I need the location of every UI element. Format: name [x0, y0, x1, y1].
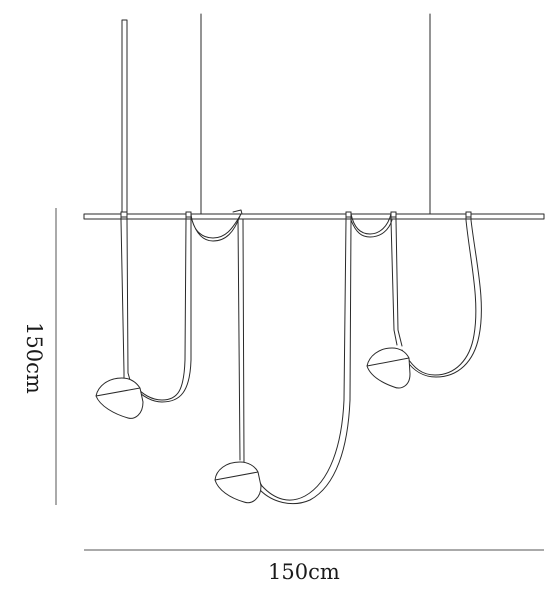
lamp2-strap: [237, 211, 352, 505]
width-dimension-label: 150cm: [268, 560, 340, 584]
suspension-rod: [121, 19, 128, 215]
lamp1-strap: [120, 211, 192, 403]
lamp1-strap-clip-left: [120, 211, 128, 218]
height-dimension-label: 150cm: [22, 322, 46, 394]
strap-swag-left: [190, 209, 243, 242]
lamp3-shade: [366, 347, 411, 389]
lamp1-shade: [95, 377, 144, 419]
lamp1-strap-clip-right: [185, 211, 192, 218]
strap-swag-right: [350, 213, 393, 238]
lamp3-strap-clip-right: [465, 211, 472, 218]
lamp3-strap-clip-left: [390, 211, 397, 218]
lamp2-shade: [214, 461, 262, 504]
lamp2-strap-clip: [345, 211, 352, 218]
horizontal-bar: [83, 213, 545, 220]
lamp3-strap: [390, 211, 482, 378]
